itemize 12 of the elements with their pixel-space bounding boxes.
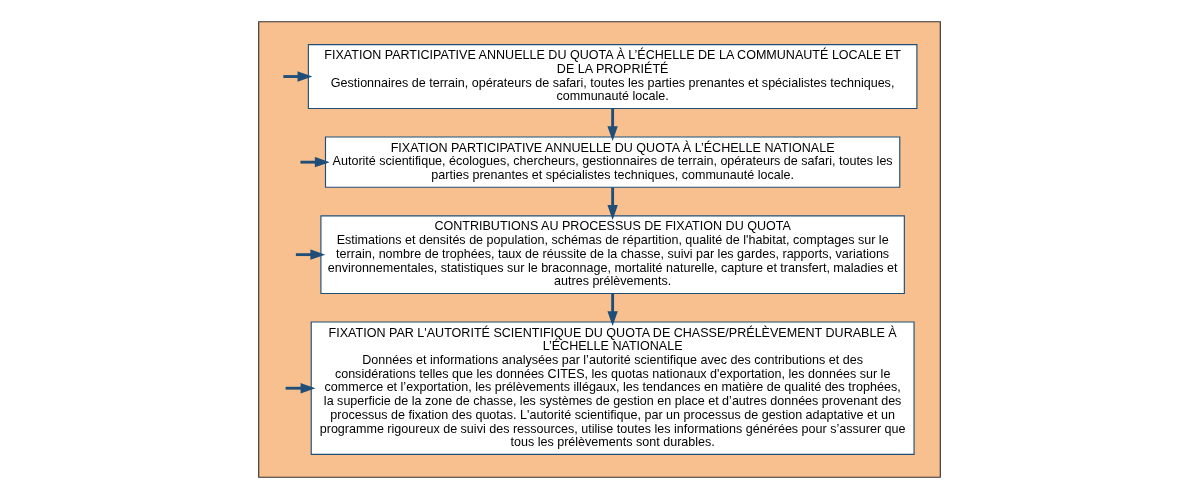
- arrow: [295, 249, 325, 260]
- node-box: FIXATION PAR L'AUTORITÉ SCIENTIFIQUE DU QUOTA DE CHASSE/PRÉLÈVEMENT DURABLE À L’ÉCHELLE NATIONALE Données et informations analysées par l’autorité scientifique avec des contributions et des considérations telles que les données CITES, les quotas nationaux d'exportation, les données sur le commerce et l’exportation, les prélèvements illégaux, les tendances en matière de qualité des trophées, la superficie de la zone de chasse, les systèmes de gestion en place et d’autres données provenant des processus de fixation des quotas. L'autorité scientifique, par un processus de gestion adaptative et un programme rigoureux de suivi des ressources, utilise toutes les informations générées pour s’assurer que tous les prélèvements sont durables.: [310, 321, 915, 455]
- node-box: CONTRIBUTIONS AU PROCESSUS DE FIXATION DU QUOTA Estimations et densités de population, schémas de répartition, qualité de l'habitat, comptages sur le terrain, nombre de trophées, taux de réussite de la chasse, suivi par les gardes, rapports, variations environnementales, statistiques sur le braconnage, mortalité naturelle, capture et transfert, maladies et autres prélèvements.: [319, 215, 905, 295]
- cluster: [257, 21, 941, 478]
- arrow: [285, 383, 315, 394]
- arrow: [606, 187, 618, 220]
- node-box: FIXATION PARTICIPATIVE ANNUELLE DU QUOTA À L’ÉCHELLE DE LA COMMUNAUTÉ LOCALE ET DE LA PROPRIÉTÉ Gestionnaires de terrain, opérateurs de safari, toutes les parties prenantes et spécialistes techniques, communauté locale.: [307, 44, 917, 110]
- arrow: [282, 71, 312, 82]
- arrow: [606, 293, 618, 327]
- arrow: [606, 108, 618, 142]
- arrow: [299, 156, 330, 168]
- node-box: FIXATION PARTICIPATIVE ANNUELLE DU QUOTA À L’ÉCHELLE NATIONALE Autorité scientifique, écologues, chercheurs, gestionnaires de terrain, opérateurs de safari, toutes les parties prenantes et spécialistes techniques, communauté locale.: [324, 136, 900, 188]
